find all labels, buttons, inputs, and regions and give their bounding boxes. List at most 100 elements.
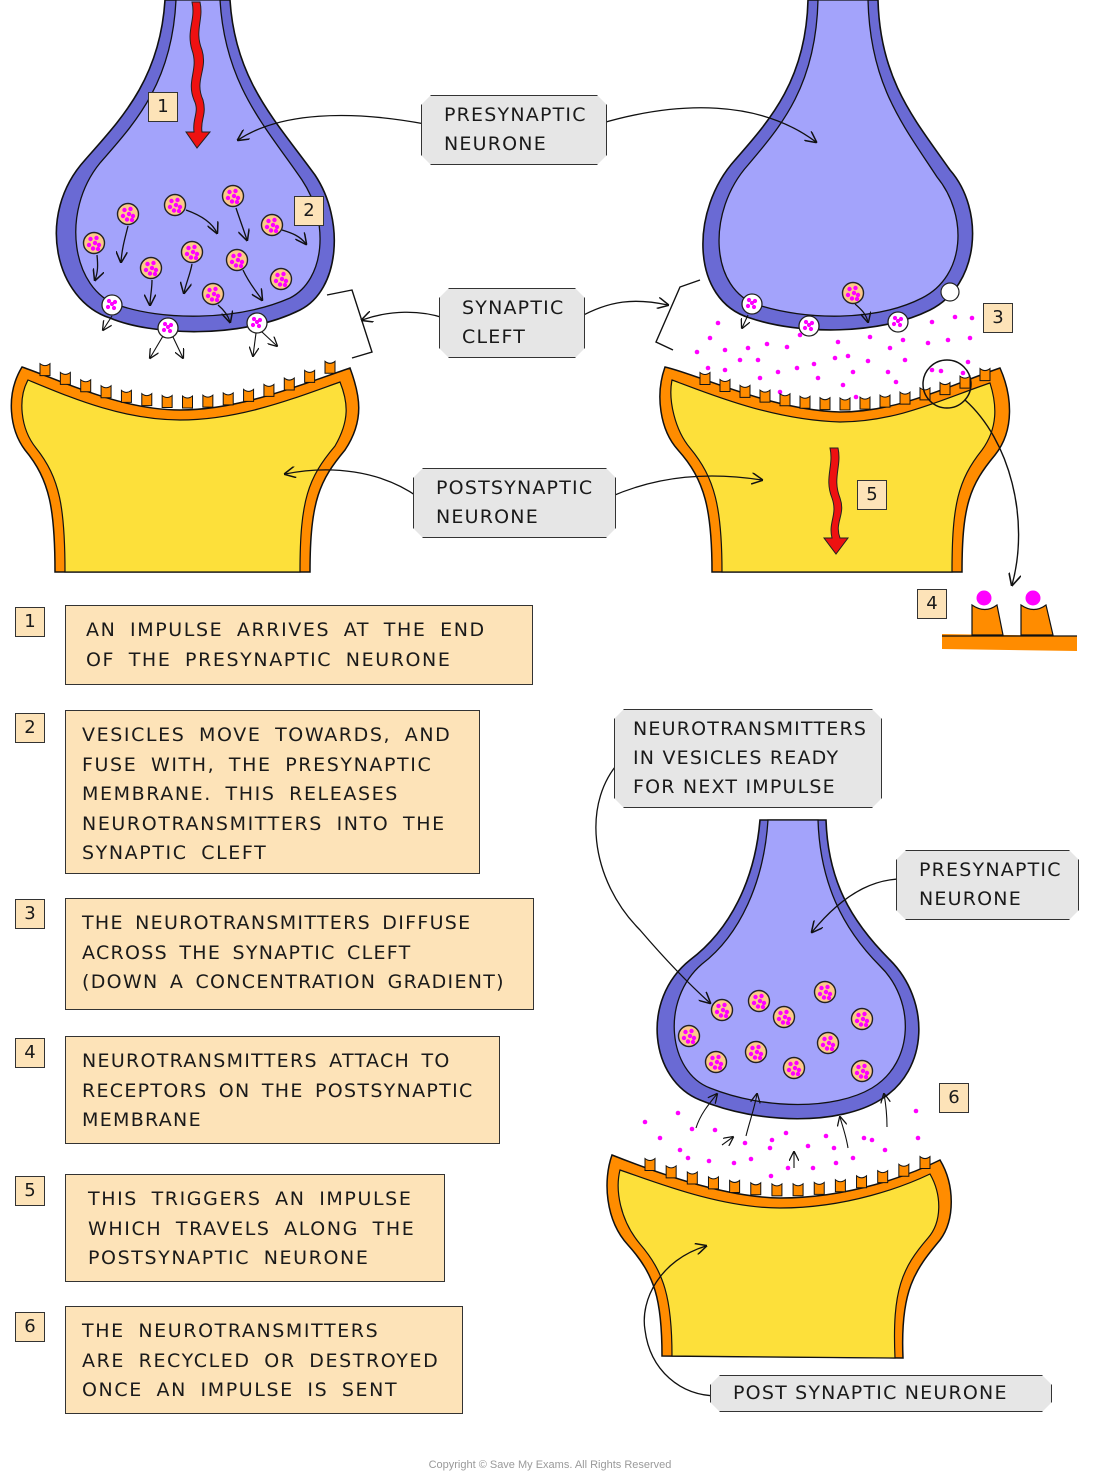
receptor (686, 1170, 698, 1185)
receptor (304, 369, 316, 383)
neurotransmitter (748, 1156, 754, 1162)
receptor (959, 375, 971, 389)
receptor-row-2 (699, 367, 991, 411)
receptor-closeup (942, 590, 1077, 651)
neurotransmitter (865, 358, 871, 364)
receptor (665, 1164, 677, 1179)
postsynaptic-terminal-1 (10, 366, 360, 573)
neurotransmitter (677, 1147, 683, 1153)
neurotransmitter (794, 365, 800, 371)
receptor (707, 1175, 719, 1190)
neurotransmitter (960, 370, 966, 376)
neurotransmitter (887, 345, 893, 351)
receptor (324, 360, 336, 374)
neurotransmitter (784, 344, 790, 350)
receptor (644, 1157, 656, 1171)
presynaptic-terminal-2 (702, 0, 974, 331)
neurotransmitter (642, 1119, 648, 1125)
neurotransmitter (767, 1145, 773, 1151)
step-box-5: THIS TRIGGERS AN IMPULSE WHICH TRAVELS A… (65, 1174, 445, 1282)
receptor (750, 1181, 762, 1196)
label-presynaptic-neurone-bottom: PRESYNAPTIC NEURONE (896, 850, 1079, 920)
receptor (813, 1181, 825, 1195)
presynaptic-terminal-1 (55, 0, 335, 333)
receptor (834, 1178, 846, 1193)
neurotransmitter (745, 345, 751, 351)
neurotransmitter (775, 369, 781, 375)
neurotransmitter (845, 353, 851, 359)
step-box-3: THE NEUROTRANSMITTERS DIFFUSE ACROSS THE… (65, 898, 534, 1010)
receptor (879, 394, 891, 408)
neurotransmitter (712, 1127, 718, 1133)
fusing-vesicles-1 (101, 294, 277, 358)
receptor (80, 378, 92, 393)
impulse-arrow-1 (185, 1, 212, 149)
neurotransmitter (755, 357, 761, 363)
marker-5: 5 (857, 480, 887, 510)
step-number: 1 (15, 607, 45, 637)
neurotransmitter (685, 1155, 691, 1161)
receptor-row-1 (39, 360, 336, 409)
neurotransmitter (694, 349, 700, 355)
neurotransmitter (768, 1173, 774, 1179)
vesicles-moving (82, 184, 307, 323)
neurotransmitter (742, 1140, 748, 1146)
receptor (59, 371, 71, 385)
receptor (202, 394, 214, 408)
neurotransmitter (850, 369, 856, 375)
receptor (819, 396, 831, 411)
marker-1: 1 (148, 92, 178, 122)
neurotransmitter (764, 341, 770, 347)
neurotransmitter (969, 315, 975, 321)
zoom-circle (922, 359, 972, 409)
copyright-notice: Copyright © Save My Exams. All Rights Re… (428, 1459, 672, 1471)
label-vesicles-ready: NEUROTRANSMITTERS IN VESICLES READY FOR … (614, 709, 882, 808)
postsynaptic-terminal-3 (606, 1154, 952, 1359)
neurotransmitter (925, 340, 931, 346)
neurotransmitters-diffusing (694, 314, 975, 400)
receptor (699, 371, 711, 385)
neurotransmitter (675, 1110, 681, 1116)
neurotransmitter (731, 1160, 737, 1166)
neurotransmitter (832, 355, 838, 361)
receptor (182, 394, 193, 409)
step-number: 6 (15, 1312, 45, 1342)
neurotransmitter (833, 1160, 839, 1166)
neurotransmitter (783, 1130, 789, 1136)
neurotransmitter (811, 361, 817, 367)
receptor (898, 1163, 910, 1177)
marker-4: 4 (917, 589, 947, 619)
neurotransmitter (869, 1137, 875, 1143)
receptor (759, 389, 771, 403)
recycling-arrows (695, 1094, 887, 1168)
neurotransmitter (715, 320, 721, 326)
cleft-bracket-2 (655, 279, 701, 351)
neurotransmitter (850, 1155, 856, 1161)
neurotransmitter (945, 337, 951, 343)
neurotransmitter (938, 368, 944, 374)
neurotransmitter (952, 314, 958, 320)
neurotransmitter (706, 1158, 712, 1164)
neurotransmitter (831, 1145, 837, 1151)
neurotransmitter (913, 1108, 919, 1114)
receptor (243, 388, 255, 402)
neurotransmitter (769, 1137, 775, 1143)
neurotransmitter (902, 357, 908, 363)
neurotransmitter (722, 367, 728, 373)
label-postsynaptic-neurone: POSTSYNAPTIC NEURONE (413, 468, 616, 538)
receptor (899, 391, 911, 405)
neurotransmitter (737, 357, 743, 363)
neurotransmitter (835, 339, 841, 345)
presynaptic-terminal-3 (656, 819, 920, 1120)
neurotransmitter (867, 334, 873, 340)
receptor (141, 392, 153, 407)
neurotransmitter (823, 1133, 829, 1139)
neurotransmitter (810, 1165, 816, 1171)
receptor (792, 1182, 804, 1197)
neurotransmitter (840, 382, 846, 388)
neurotransmitter (757, 375, 763, 381)
receptor (222, 391, 234, 406)
cleft-bracket-1 (326, 289, 373, 359)
receptor (100, 384, 112, 399)
